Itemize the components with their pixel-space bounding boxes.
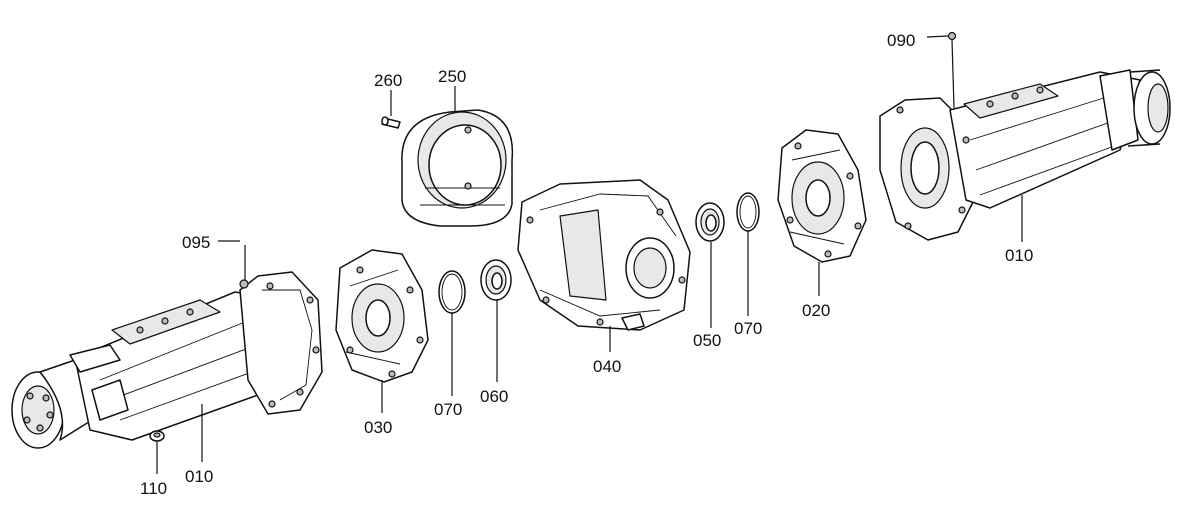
differential-housing-040 (517, 179, 691, 331)
ring-gear-250 (401, 109, 514, 227)
label-070-left: 070 (434, 400, 462, 419)
label-010-right: 010 (1005, 246, 1033, 265)
leader-lines (156, 35, 1023, 474)
nut-110 (149, 430, 165, 442)
label-260: 260 (374, 71, 402, 90)
label-040: 040 (593, 357, 621, 376)
right-axle-housing (879, 69, 1171, 241)
fitting-090 (947, 31, 957, 41)
label-010-left: 010 (185, 467, 213, 486)
label-070-right: 070 (734, 319, 762, 338)
label-060: 060 (480, 387, 508, 406)
label-090: 090 (887, 31, 915, 50)
label-050: 050 (693, 331, 721, 350)
o-ring-070-left (438, 270, 466, 314)
left-axle-housing (11, 271, 323, 449)
cover-020 (777, 129, 867, 263)
cover-030 (335, 249, 429, 383)
seal-060 (480, 259, 512, 301)
label-110: 110 (140, 479, 167, 498)
label-095: 095 (182, 233, 210, 252)
label-020: 020 (802, 301, 830, 320)
label-030: 030 (364, 418, 392, 437)
bolt-260 (381, 116, 401, 129)
seal-050 (695, 202, 725, 242)
label-250: 250 (438, 67, 466, 86)
fitting-095 (239, 279, 249, 289)
